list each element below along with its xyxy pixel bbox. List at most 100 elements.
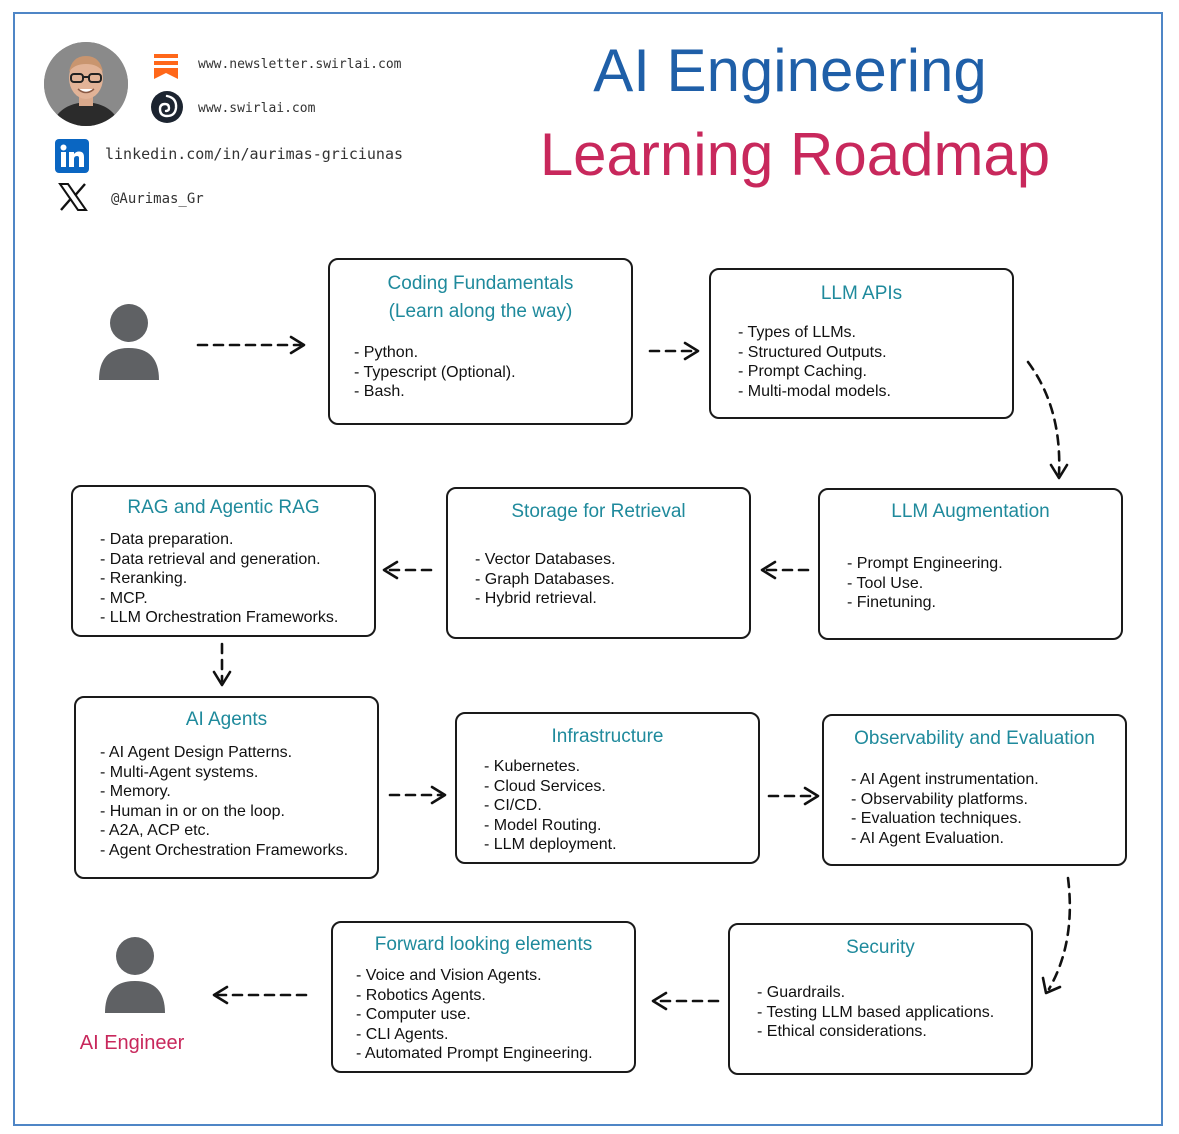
box-title: LLM APIs (820, 283, 903, 304)
box-title: Storage for Retrieval (511, 501, 686, 522)
list-item: Model Routing. (484, 816, 617, 836)
arrowhead (1041, 976, 1062, 995)
list-item: Ethical considerations. (757, 1022, 994, 1042)
website-link[interactable]: www.swirlai.com (198, 101, 316, 116)
coding-list: Python. Typescript (Optional). Bash. (354, 343, 516, 402)
list-item: Memory. (100, 782, 348, 802)
list-item: Evaluation techniques. (851, 809, 1039, 829)
security-list: Guardrails. Testing LLM based applicatio… (757, 983, 994, 1042)
list-item: Prompt Engineering. (847, 554, 1003, 574)
box-title: Coding Fundamentals (Learn along the way… (387, 273, 574, 322)
list-item: Data preparation. (100, 530, 338, 550)
list-item: Reranking. (100, 569, 338, 589)
list-item: LLM deployment. (484, 835, 617, 855)
title-line-2: Learning Roadmap (539, 121, 1051, 188)
list-item: AI Agent instrumentation. (851, 770, 1039, 790)
list-item: Data retrieval and generation. (100, 550, 338, 570)
box-rag: RAG and Agentic RAG Data preparation. Da… (71, 485, 376, 637)
list-item: Bash. (354, 382, 516, 402)
box-title: AI Agents (185, 709, 268, 730)
list-item: Typescript (Optional). (354, 363, 515, 383)
box-llm-augmentation: LLM Augmentation Prompt Engineering. Too… (818, 488, 1123, 640)
agents-list: AI Agent Design Patterns. Multi-Agent sy… (100, 743, 348, 861)
box-title: Forward looking elements (374, 934, 593, 955)
list-item: Voice and Vision Agents. (356, 966, 593, 986)
box-security: Security Guardrails. Testing LLM based a… (728, 923, 1033, 1075)
list-item: Types of LLMs. (738, 323, 891, 343)
box-title: LLM Augmentation (891, 501, 1050, 522)
list-item: Finetuning. (847, 593, 1003, 613)
arrowhead (430, 785, 447, 805)
x-handle[interactable]: @Aurimas_Gr (111, 191, 204, 207)
box-observability-evaluation: Observability and Evaluation AI Agent in… (822, 714, 1127, 866)
box-ai-agents: AI Agents AI Agent Design Patterns. Mult… (74, 696, 379, 879)
arrowhead (803, 786, 820, 806)
arrowhead (683, 341, 700, 361)
box-forward-looking: Forward looking elements Voice and Visio… (331, 921, 636, 1073)
box-title: Infrastructure (551, 726, 664, 747)
list-item: Human in or on the loop. (100, 802, 348, 822)
forward-list: Voice and Vision Agents. Robotics Agents… (356, 966, 593, 1064)
box-title: RAG and Agentic RAG (127, 497, 320, 518)
arrowhead (382, 560, 399, 580)
list-item: Agent Orchestration Frameworks. (100, 841, 348, 861)
box-llm-apis: LLM APIs Types of LLMs. Structured Outpu… (709, 268, 1014, 419)
list-item: Kubernetes. (484, 757, 617, 777)
page-frame (13, 12, 1163, 1126)
title-line-1: AI Engineering (593, 37, 987, 104)
infrastructure-list: Kubernetes. Cloud Services. CI/CD. Model… (484, 757, 617, 855)
list-item: CLI Agents. (356, 1025, 593, 1045)
list-item: Structured Outputs. (738, 343, 891, 363)
linkedin-link[interactable]: linkedin.com/in/aurimas-griciunas (105, 145, 404, 163)
list-item: Observability platforms. (851, 790, 1039, 810)
arrowhead (651, 991, 668, 1011)
list-item: Multi-Agent systems. (100, 763, 348, 783)
list-item: CI/CD. (484, 796, 617, 816)
list-item: AI Agent Evaluation. (851, 829, 1039, 849)
arrow-llm-apis-to-augmentation (1026, 360, 1061, 476)
box-title: Security (846, 937, 915, 958)
llm-apis-list: Types of LLMs. Structured Outputs. Promp… (738, 323, 891, 402)
list-item: Python. (354, 343, 516, 363)
storage-list: Vector Databases. Graph Databases. Hybri… (475, 550, 616, 609)
box-title: Observability and Evaluation (854, 728, 1095, 749)
list-item: Multi-modal models. (738, 382, 891, 402)
substack-icon (152, 52, 180, 85)
x-logo-icon (58, 182, 88, 217)
arrowhead (1049, 463, 1069, 480)
list-item: MCP. (100, 589, 338, 609)
arrow-observability-to-security (1047, 876, 1072, 991)
list-item: Hybrid retrieval. (475, 589, 616, 609)
author-avatar (44, 42, 128, 126)
list-item: Prompt Caching. (738, 362, 891, 382)
list-item: Tool Use. (847, 574, 1003, 594)
ai-engineer-person-icon (102, 935, 168, 1020)
newsletter-link[interactable]: www.newsletter.swirlai.com (198, 57, 402, 72)
list-item: Automated Prompt Engineering. (356, 1044, 593, 1064)
box-storage-for-retrieval: Storage for Retrieval Vector Databases. … (446, 487, 751, 639)
list-item: Vector Databases. (475, 550, 616, 570)
arrowhead (212, 985, 229, 1005)
person-icon (96, 302, 162, 387)
list-item: Cloud Services. (484, 777, 617, 797)
list-item: Graph Databases. (475, 570, 616, 590)
box-coding-fundamentals: Coding Fundamentals (Learn along the way… (328, 258, 633, 425)
rag-list: Data preparation. Data retrieval and gen… (100, 530, 339, 628)
list-item: A2A, ACP etc. (100, 821, 348, 841)
observability-list: AI Agent instrumentation. Observability … (851, 770, 1039, 848)
swirl-logo-icon (150, 90, 184, 129)
ai-engineer-label: AI Engineer (79, 1032, 185, 1054)
list-item: Testing LLM based applications. (757, 1003, 994, 1023)
list-item: Computer use. (356, 1005, 593, 1025)
arrowhead (289, 335, 306, 355)
list-item: AI Agent Design Patterns. (100, 743, 348, 763)
box-infrastructure: Infrastructure Kubernetes. Cloud Service… (455, 712, 760, 864)
list-item: Guardrails. (757, 983, 994, 1003)
arrowhead (212, 670, 232, 687)
llm-augmentation-list: Prompt Engineering. Tool Use. Finetuning… (847, 554, 1003, 613)
linkedin-icon (55, 139, 89, 178)
list-item: Robotics Agents. (356, 986, 593, 1006)
arrowhead (760, 560, 777, 580)
list-item: LLM Orchestration Frameworks. (100, 608, 339, 628)
